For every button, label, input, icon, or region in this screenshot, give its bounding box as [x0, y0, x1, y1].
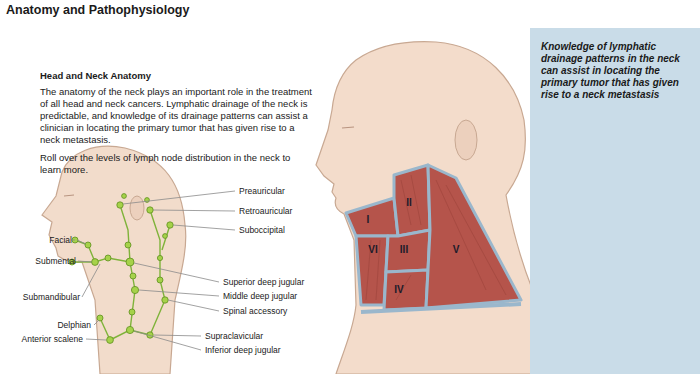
- level-number: IV: [389, 284, 409, 296]
- lymph-node: [117, 202, 123, 208]
- lymph-node: [163, 234, 168, 239]
- leader-line: [72, 240, 75, 241]
- lymph-chain: [162, 225, 170, 250]
- right-head: [316, 42, 546, 374]
- node-label: Spinal accessory: [223, 306, 287, 316]
- lymph-node: [162, 297, 168, 303]
- leader-line: [139, 290, 219, 296]
- section-heading: Head and Neck Anatomy: [40, 70, 151, 81]
- muscle-fibre: [436, 180, 486, 290]
- node-label: Suboccipital: [239, 225, 285, 235]
- lymph-chain: [110, 205, 135, 340]
- lymph-node: [85, 242, 91, 248]
- body-paragraph: The anatomy of the neck plays an importa…: [40, 86, 312, 146]
- leader-line: [82, 264, 100, 297]
- neck-level-region: [361, 304, 521, 312]
- lymph-node: [130, 273, 136, 279]
- muscle-fibre: [366, 175, 506, 300]
- muscle-fibre: [411, 175, 421, 225]
- neck-level-region: [426, 165, 521, 308]
- node-label: Facial: [49, 235, 72, 245]
- right-head: [455, 120, 477, 160]
- neck-level-region: [386, 230, 430, 272]
- leader-line: [78, 261, 92, 262]
- node-label: Submental: [35, 256, 76, 266]
- lymph-node: [92, 259, 99, 266]
- right-head: [316, 42, 546, 374]
- lymph-node: [105, 255, 111, 261]
- lymph-node: [157, 255, 162, 260]
- leader-line: [94, 320, 99, 325]
- leader-line: [72, 191, 235, 350]
- lymph-node: [126, 258, 134, 266]
- level-number: I: [358, 214, 378, 226]
- node-label: Supraclavicular: [205, 331, 263, 341]
- leader-line: [153, 210, 235, 211]
- neck-level-region: [346, 165, 521, 312]
- lymph-node: [147, 207, 153, 213]
- lymph-node: [125, 242, 131, 248]
- body-paragraph: Roll over the levels of lymph node distr…: [40, 152, 302, 176]
- lymph-node: [107, 337, 114, 344]
- left-head: [64, 195, 74, 196]
- leader-line: [77, 240, 86, 244]
- lymph-chain: [72, 205, 170, 340]
- leader-line: [86, 339, 106, 340]
- muscle-fibre: [446, 185, 506, 295]
- lymph-node: [167, 222, 173, 228]
- page-title: Anatomy and Pathophysiology: [6, 3, 189, 17]
- lymph-chain: [150, 210, 165, 335]
- leader-line: [154, 335, 201, 336]
- node-label: Retroauricular: [239, 206, 292, 216]
- leader-line: [173, 225, 235, 230]
- level-number: II: [399, 197, 419, 209]
- neck-level-region: [394, 165, 430, 236]
- lymph-node: [157, 277, 163, 283]
- node-label: Preauricular: [239, 186, 285, 196]
- neck-level-region: [346, 198, 398, 236]
- lymph-node: [131, 286, 138, 293]
- lymph-node: [122, 194, 127, 199]
- leader-line: [123, 191, 235, 204]
- node-label: Submandibular: [23, 292, 80, 302]
- leader-line: [168, 300, 219, 311]
- leader-line: [134, 331, 201, 350]
- lymph-node: [129, 309, 135, 315]
- node-label: Inferior deep jugular: [205, 345, 281, 355]
- neck-level-region: [384, 270, 428, 310]
- node-label: Anterior scalene: [22, 334, 83, 344]
- node-label: Delphian: [57, 320, 91, 330]
- level-number: VI: [363, 244, 383, 256]
- right-head: [342, 127, 354, 128]
- level-number: V: [446, 244, 466, 256]
- level-number: III: [394, 244, 414, 256]
- sidebar-panel: Knowledge of lymphatic drainage patterns…: [530, 28, 700, 374]
- lymph-node: [126, 326, 133, 333]
- left-head: [130, 196, 144, 220]
- lymph-chain: [75, 240, 130, 262]
- lymph-node: [97, 315, 103, 321]
- leader-line: [134, 263, 219, 282]
- node-label: Middle deep jugular: [223, 291, 297, 301]
- node-label: Superior deep jugular: [223, 277, 304, 287]
- sidebar-note: Knowledge of lymphatic drainage patterns…: [541, 41, 690, 101]
- neck-level-region: [356, 236, 388, 305]
